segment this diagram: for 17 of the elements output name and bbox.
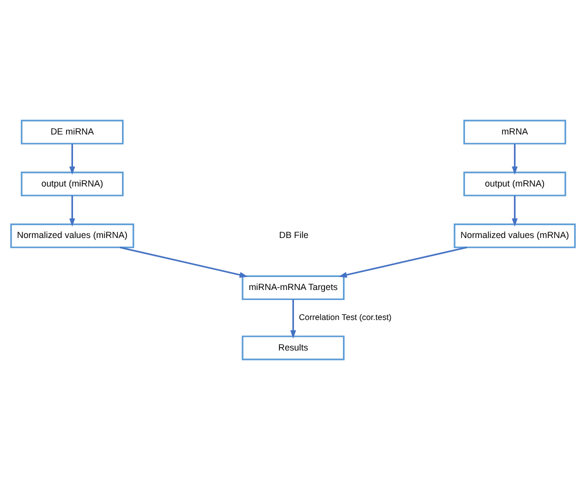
arrow: [69, 196, 76, 227]
edge-label: Correlation Test (cor.test): [298, 312, 392, 322]
arrow: [290, 299, 296, 339]
node-box: Results: [242, 336, 345, 360]
arrow: [512, 196, 518, 227]
node-box: Normalized values (mRNA): [454, 224, 576, 248]
node-box: miRNA-mRNA Targets: [242, 275, 345, 300]
arrow: [69, 144, 76, 175]
node-box: DE miRNA: [20, 120, 124, 144]
arrow: [338, 246, 468, 278]
node-box: output (miRNA): [20, 172, 124, 196]
arrow: [512, 144, 518, 175]
label: DB File: [279, 230, 308, 240]
node-box: mRNA: [463, 120, 566, 144]
node-box: output (mRNA): [463, 172, 566, 196]
node-box: Normalized values (miRNA): [10, 224, 134, 248]
arrow: [120, 246, 248, 278]
